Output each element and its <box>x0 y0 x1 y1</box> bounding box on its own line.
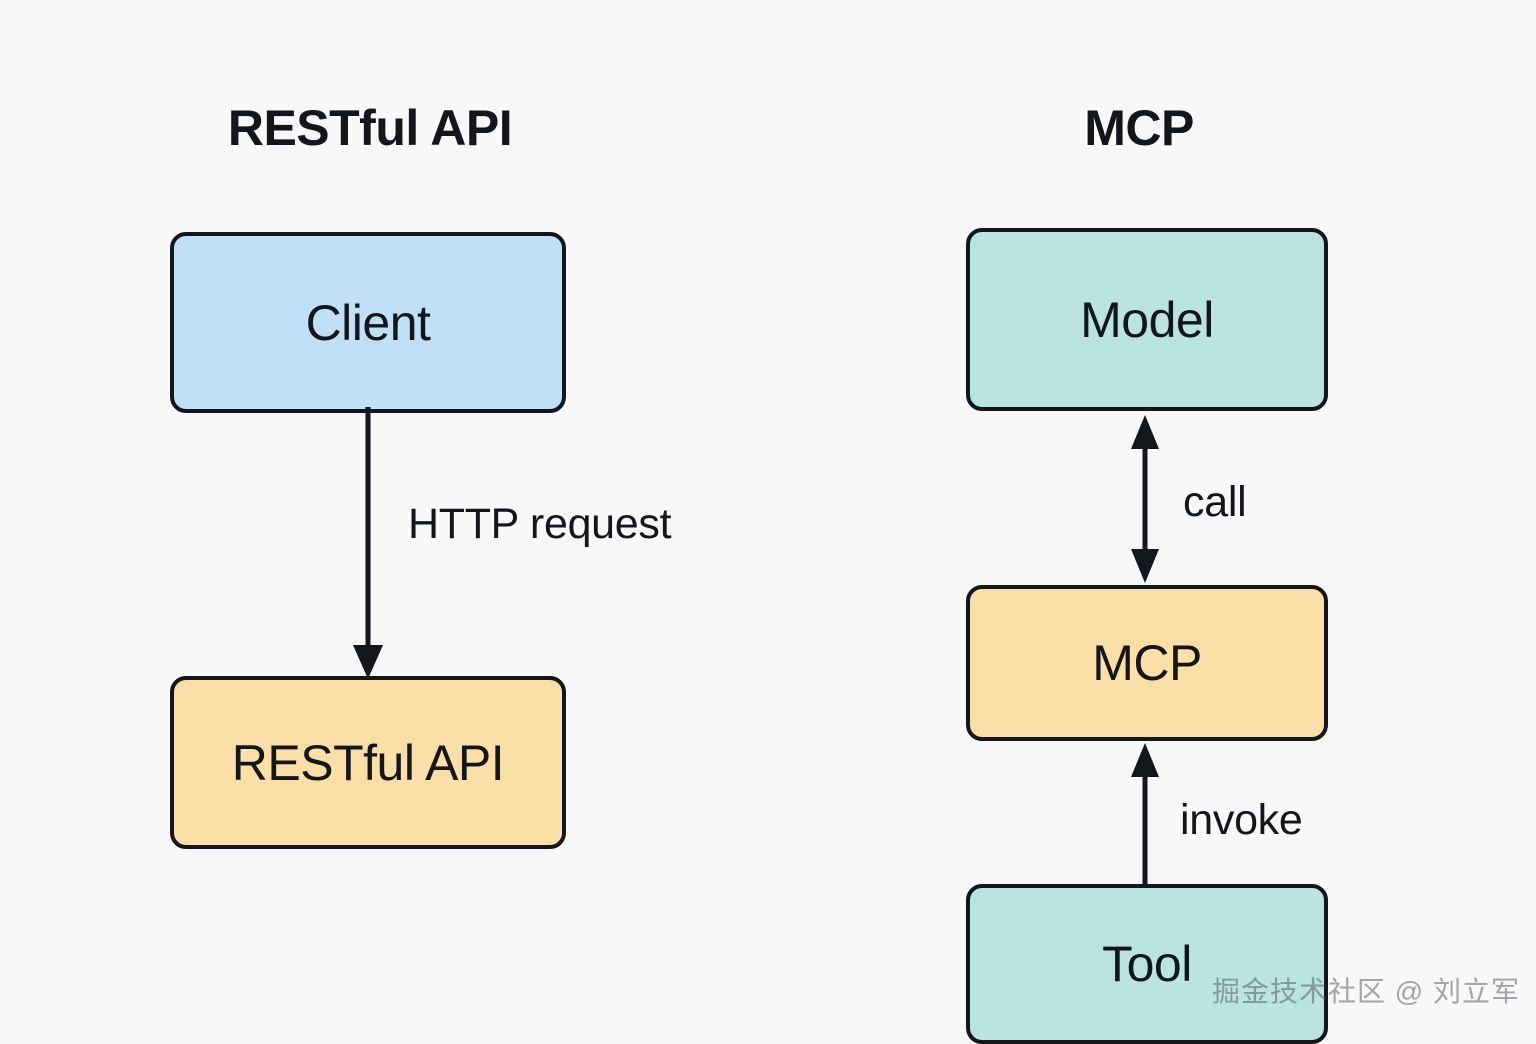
node-mcp[interactable]: MCP <box>966 585 1328 741</box>
node-restful-api-label: RESTful API <box>231 734 505 791</box>
edge-label-call: call <box>1183 478 1247 526</box>
arrow-bidirectional-call-icon <box>1131 415 1159 583</box>
arrow-down-http-icon <box>353 407 383 679</box>
edge-label-http-request: HTTP request <box>408 500 672 548</box>
watermark: 掘金技术社区 @ 刘立军 <box>1212 976 1520 1007</box>
edge-label-invoke: invoke <box>1180 796 1303 844</box>
node-tool[interactable]: Tool <box>966 884 1328 1044</box>
connector-http-request <box>328 405 408 685</box>
column-title-restful: RESTful API <box>227 100 513 156</box>
connector-call <box>1105 409 1185 589</box>
node-model-label: Model <box>1080 291 1214 348</box>
column-title-mcp: MCP <box>1084 100 1194 156</box>
node-client-label: Client <box>305 294 431 351</box>
node-mcp-label: MCP <box>1092 635 1202 691</box>
connector-invoke <box>1105 737 1185 889</box>
node-model[interactable]: Model <box>966 228 1328 411</box>
node-tool-label: Tool <box>1102 936 1192 992</box>
node-client[interactable]: Client <box>170 232 566 413</box>
arrow-up-invoke-icon <box>1131 743 1159 889</box>
node-restful-api[interactable]: RESTful API <box>170 676 566 849</box>
